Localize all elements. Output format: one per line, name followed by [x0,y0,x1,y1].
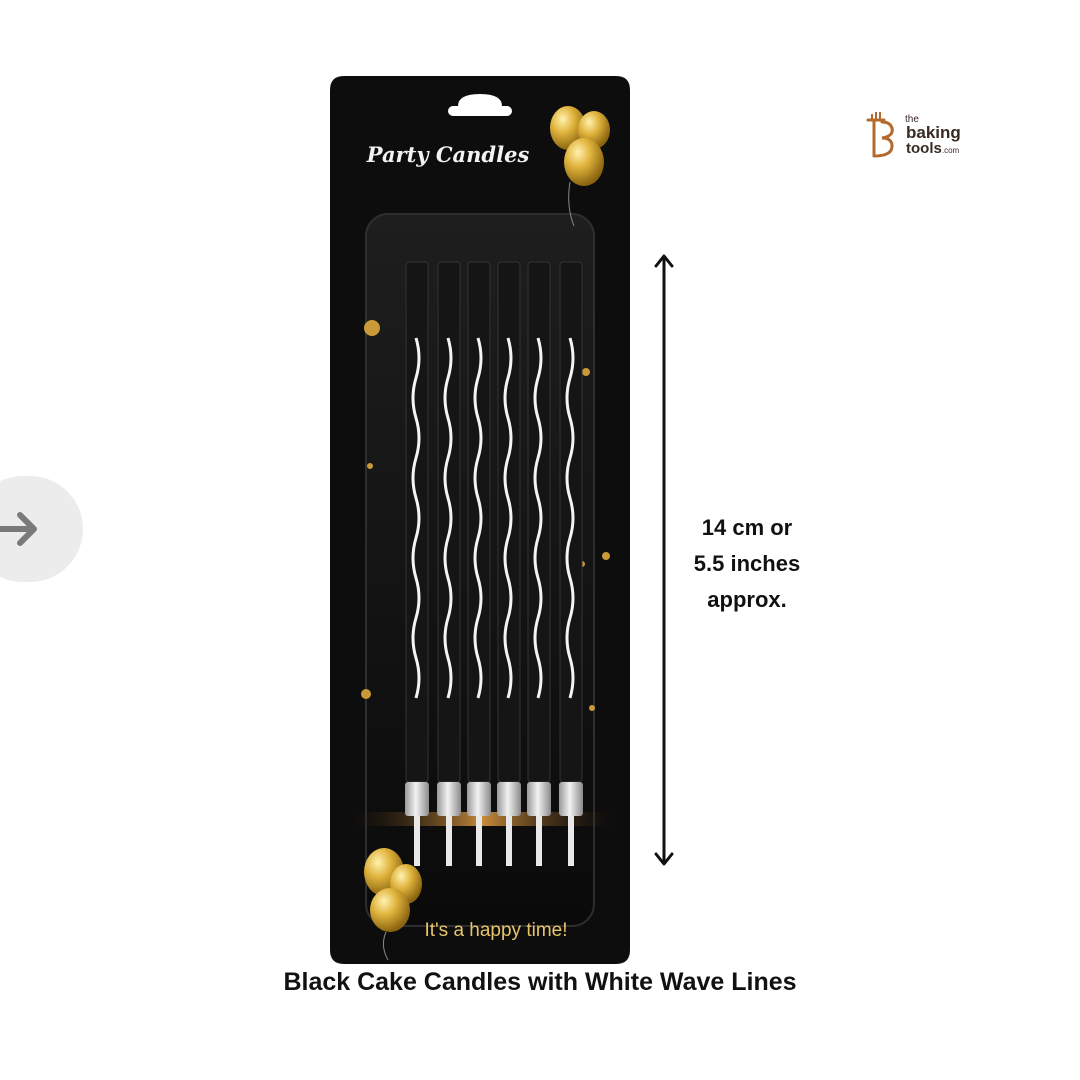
package-footer: It's a happy time! [424,920,567,941]
dimension-line-3: approx. [707,587,787,612]
candle-set [405,261,583,866]
brand-wordmark: the baking tools.com [905,114,961,157]
package-header: Party Candles [366,142,530,167]
product-caption: Black Cake Candles with White Wave Lines [283,968,797,996]
logo-the: the [905,114,919,125]
dimension-line-2: 5.5 inches [693,551,801,576]
brand-logo[interactable]: the baking tools.com [862,112,992,166]
logo-suffix: .com [941,146,960,155]
dimension-label: 14 cm or 5.5 inches approx. [662,510,832,618]
whisk-b-icon [866,112,894,158]
dimension-line-1: 14 cm or [701,515,793,540]
logo-baking: baking [906,123,961,142]
arrow-right-icon [0,512,37,546]
dimension-arrow [654,254,674,866]
next-slide-button[interactable] [0,476,83,582]
product-image: Party Candles [330,76,630,964]
logo-tools: tools [906,140,942,157]
